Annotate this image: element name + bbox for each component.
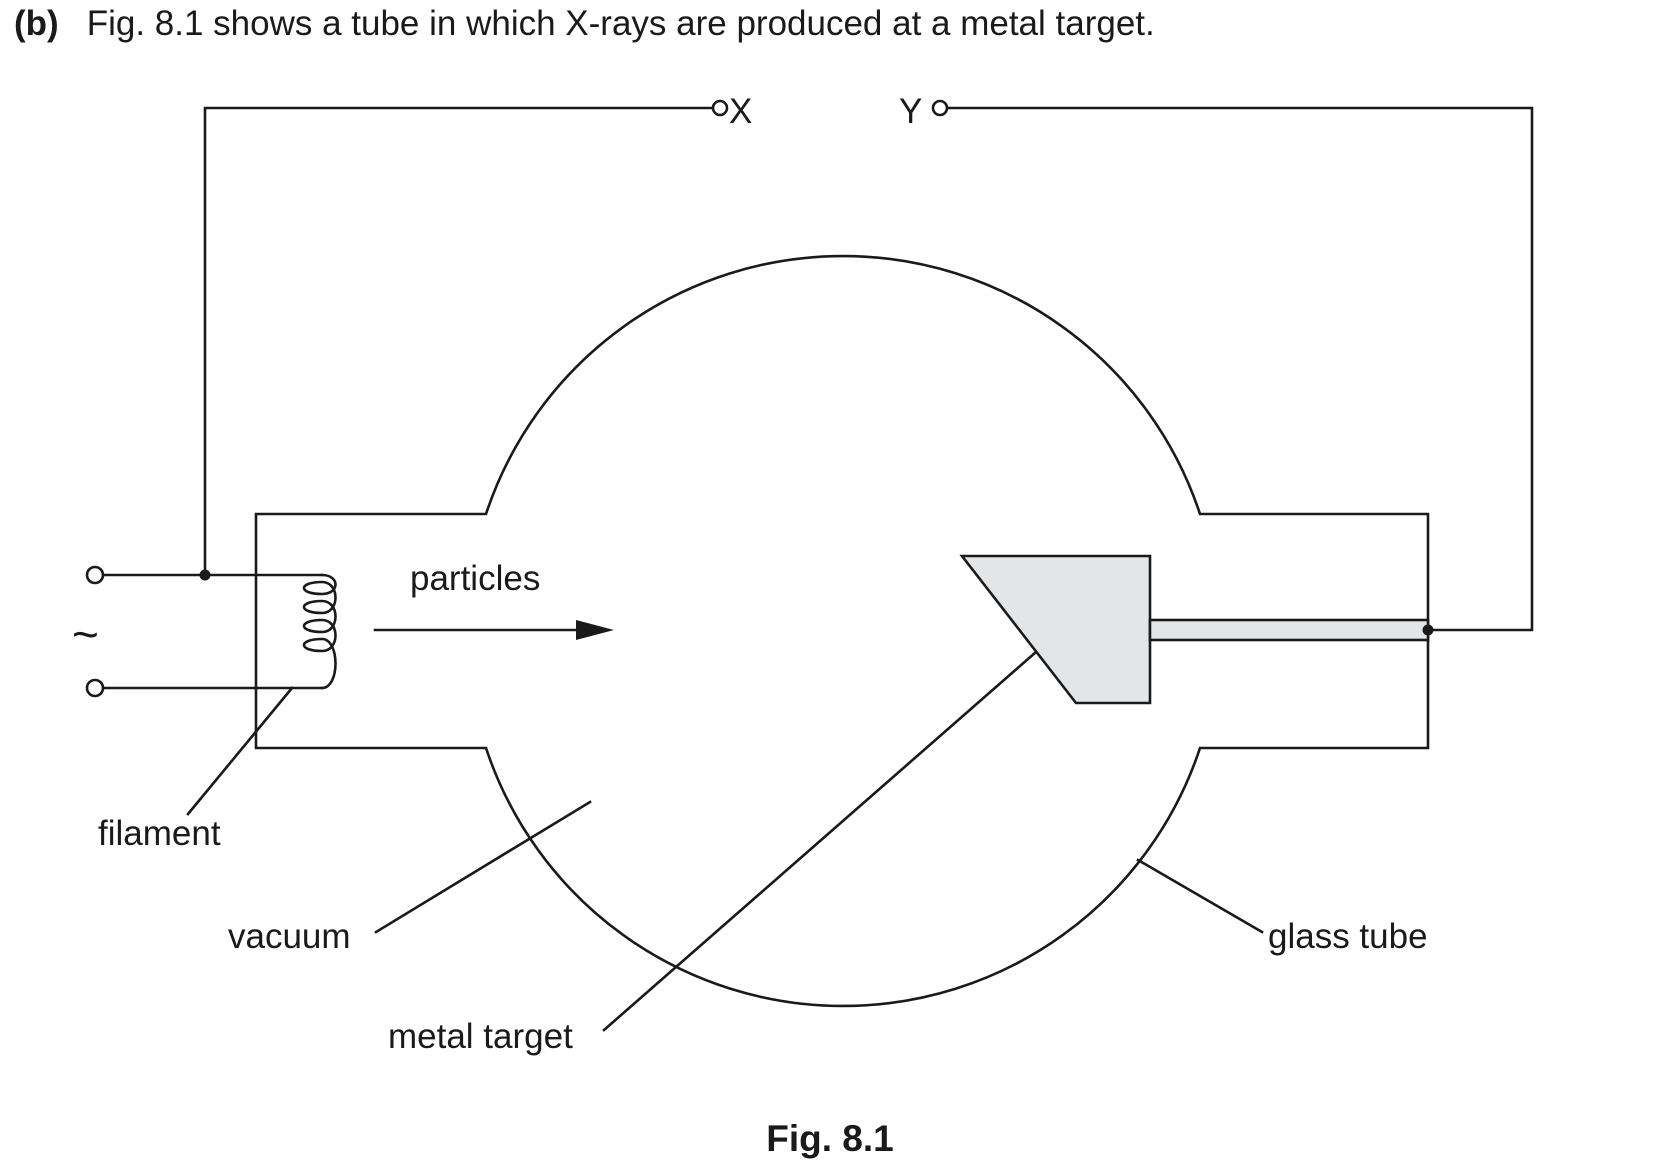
terminal-x [711, 99, 729, 117]
filament-label: filament [98, 814, 221, 853]
particles-label: particles [410, 559, 540, 598]
ac-terminal-bottom [85, 678, 105, 698]
vacuum-leader [374, 800, 592, 934]
glass-tube [254, 254, 1430, 1008]
question-text: (b) Fig. 8.1 shows a tube in which X-rays… [14, 4, 1155, 44]
wire-to-x [203, 106, 714, 580]
metal-target-label: metal target [388, 1017, 573, 1056]
figure-caption-text: Fig. 8.1 [766, 1118, 894, 1159]
terminal-y [931, 99, 949, 117]
particles-arrowhead [576, 620, 614, 640]
figure-caption: Fig. 8.1 [0, 1118, 1656, 1160]
target-rod [1148, 618, 1430, 642]
question-body: Fig. 8.1 shows a tube in which X-rays ar… [86, 4, 1155, 43]
metal-target-leader [602, 650, 1038, 1032]
metal-target [959, 554, 1152, 705]
ac-terminal-top [85, 565, 105, 585]
junction-dot-filament [199, 569, 211, 581]
junction-dot-target [1422, 624, 1434, 636]
question-label: (b) [14, 4, 59, 43]
glass-tube-leader [1136, 858, 1264, 934]
filament-leader [186, 686, 294, 816]
terminal-y-label: Y [899, 92, 922, 131]
vacuum-label: vacuum [228, 917, 351, 956]
filament-coil [302, 573, 337, 690]
wire-from-y [946, 106, 1534, 632]
terminal-x-label: X [729, 92, 752, 131]
glass-tube-label: glass tube [1268, 917, 1428, 956]
ac-symbol: ~ [72, 608, 99, 660]
